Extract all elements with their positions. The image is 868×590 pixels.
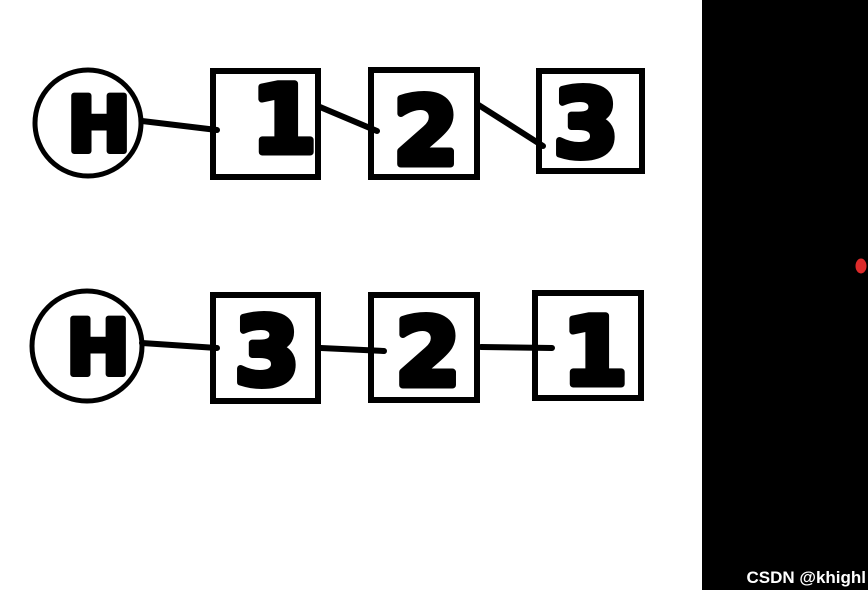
edge-head-to-node1 (139, 118, 220, 133)
head-node-label: H (67, 80, 131, 169)
node-box (210, 68, 321, 180)
watermark-panel: CSDN @khighl (702, 0, 868, 590)
edge-node2-to-node3 (478, 344, 555, 351)
edge-head-to-node1 (139, 340, 220, 351)
side-panel-background (702, 0, 868, 590)
node-value: 3 (553, 70, 618, 179)
list-row-top: H 1 2 3 (32, 63, 645, 191)
head-node-label: H (66, 303, 130, 392)
red-dot-icon (855, 258, 867, 274)
node-value: 3 (234, 298, 299, 407)
node-box (368, 67, 480, 180)
edge-node2-to-node3 (474, 101, 546, 149)
node-value: 1 (251, 66, 316, 175)
node-box (368, 292, 480, 403)
edge-node1-to-node2 (317, 104, 380, 134)
watermark-text: CSDN @khighl (746, 568, 866, 587)
edge-node1-to-node2 (318, 345, 387, 354)
node-value: 2 (393, 78, 458, 187)
node-value: 2 (395, 299, 460, 408)
node-value: 1 (562, 298, 627, 407)
list-row-bottom: H 3 2 1 (29, 288, 644, 412)
node-box (532, 290, 644, 401)
node-box (536, 68, 645, 174)
